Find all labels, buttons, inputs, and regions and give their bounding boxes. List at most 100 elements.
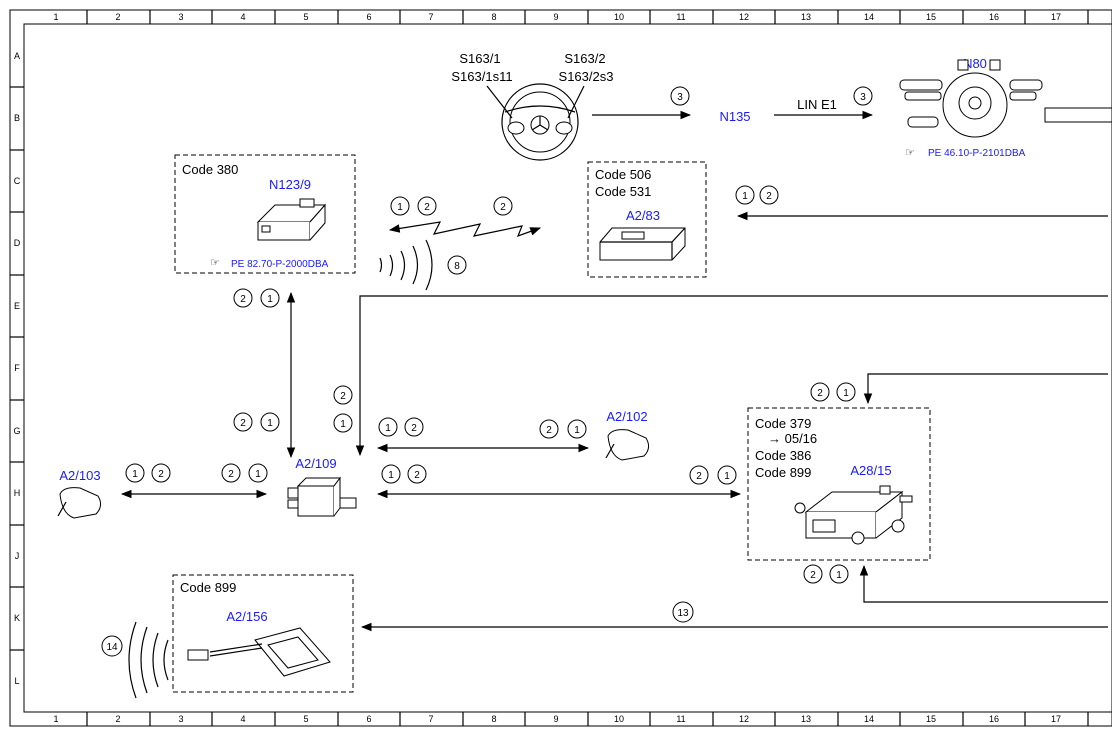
a2815-code2: Code 386 — [755, 448, 811, 463]
lin-e1-label: LIN E1 — [797, 97, 837, 112]
svg-text:2: 2 — [414, 470, 420, 481]
svg-text:2: 2 — [766, 191, 772, 202]
circle-1-a283: 1 — [735, 185, 755, 205]
svg-text:5: 5 — [303, 714, 308, 724]
svg-text:1: 1 — [340, 419, 346, 430]
wireless-charging-module-icon — [599, 227, 686, 261]
svg-text:6: 6 — [366, 714, 371, 724]
circle-2-a283: 2 — [759, 185, 779, 205]
link-right-a2815-bottom — [859, 564, 1108, 603]
svg-text:S163/1: S163/1 — [459, 51, 500, 66]
svg-text:17: 17 — [1051, 714, 1061, 724]
n123-ref: PE 82.70-P-2000DBA — [231, 259, 329, 270]
svg-text:1: 1 — [397, 202, 403, 213]
svg-text:2: 2 — [696, 471, 702, 482]
steering-wheel-switches: S163/1 S163/1s11 S163/2 S163/2s3 — [451, 51, 614, 161]
svg-text:9: 9 — [553, 714, 558, 724]
svg-text:S163/2s3: S163/2s3 — [559, 69, 614, 84]
a283-code2: Code 531 — [595, 184, 651, 199]
circle-1-bend: 1 — [333, 413, 353, 433]
svg-text:2: 2 — [424, 202, 430, 213]
mirror-icon — [605, 429, 650, 461]
antenna-wave-icon — [379, 239, 433, 291]
circle-3-b: 3 — [853, 86, 873, 106]
a2103-label: A2/103 — [59, 468, 100, 483]
circle-2-a2815-bot: 2 — [803, 564, 823, 584]
svg-text:13: 13 — [677, 608, 689, 619]
svg-text:16: 16 — [989, 714, 999, 724]
svg-text:B: B — [14, 113, 20, 123]
circle-2-zig: 2 — [417, 196, 437, 216]
svg-text:3: 3 — [178, 12, 183, 22]
steering-wheel-icon — [501, 83, 579, 161]
svg-text:1: 1 — [53, 12, 58, 22]
circle-1-long-l: 1 — [381, 464, 401, 484]
svg-text:D: D — [14, 238, 21, 248]
pointer-icon: ☞ — [210, 257, 220, 269]
control-module-icon — [256, 198, 327, 241]
svg-text:H: H — [14, 488, 21, 498]
circle-2-a2815-top: 2 — [810, 382, 830, 402]
svg-text:11: 11 — [676, 714, 685, 724]
svg-text:12: 12 — [739, 12, 749, 22]
circle-1-a2815-top: 1 — [836, 382, 856, 402]
connector-stub — [1044, 107, 1112, 123]
svg-text:3: 3 — [860, 92, 866, 103]
svg-text:11: 11 — [676, 12, 685, 22]
svg-text:A: A — [14, 51, 20, 61]
svg-text:3: 3 — [178, 714, 183, 724]
circle-1-v-bot: 1 — [260, 412, 280, 432]
svg-text:14: 14 — [864, 12, 874, 22]
n135-label: N135 — [719, 109, 750, 124]
svg-text:7: 7 — [428, 12, 433, 22]
svg-text:1: 1 — [574, 425, 580, 436]
svg-text:10: 10 — [614, 714, 624, 724]
circle-1-a2102-r: 1 — [567, 419, 587, 439]
link-right-a2815-top — [863, 373, 1108, 405]
svg-text:S163/1s11: S163/1s11 — [451, 69, 512, 84]
svg-text:2: 2 — [817, 388, 823, 399]
n80-ref: PE 46.10-P-2101DBA — [928, 148, 1026, 159]
svg-text:14: 14 — [106, 642, 118, 653]
svg-text:J: J — [15, 551, 20, 561]
svg-text:2: 2 — [810, 570, 816, 581]
svg-text:K: K — [14, 613, 20, 623]
circle-1-a2815-bot: 1 — [829, 564, 849, 584]
steering-column-module-icon — [899, 59, 1043, 138]
svg-text:2: 2 — [158, 469, 164, 480]
code-379-box — [747, 407, 931, 561]
svg-text:17: 17 — [1051, 12, 1061, 22]
link-right-a2109 — [355, 295, 1108, 457]
circle-14: 14 — [101, 635, 123, 657]
svg-text:3: 3 — [677, 92, 683, 103]
a2815-code3: Code 899 — [755, 465, 811, 480]
svg-text:1: 1 — [388, 470, 394, 481]
svg-text:8: 8 — [454, 261, 460, 272]
mirror-icon — [57, 487, 102, 519]
svg-text:2: 2 — [500, 202, 506, 213]
svg-text:13: 13 — [801, 714, 811, 724]
svg-text:4: 4 — [240, 714, 245, 724]
control-module-icon — [287, 476, 357, 517]
a2109-label: A2/109 — [295, 456, 336, 471]
svg-text:2: 2 — [411, 423, 417, 434]
n123-code: Code 380 — [182, 162, 238, 177]
code-506-box — [587, 161, 707, 278]
column-ruler — [86, 10, 1089, 726]
a2156-label: A2/156 — [226, 609, 267, 624]
a2156-code: Code 899 — [180, 580, 236, 595]
svg-text:16: 16 — [989, 12, 999, 22]
n123-label: N123/9 — [269, 177, 311, 192]
circle-2-long-r: 2 — [689, 465, 709, 485]
row-ruler — [10, 86, 24, 651]
a2815-code1: Code 379 — [755, 416, 811, 431]
circle-2-zig-b: 2 — [493, 196, 513, 216]
pointer-icon: ☞ — [905, 147, 915, 159]
circle-2-long-l: 2 — [407, 464, 427, 484]
circle-2-a2102-r: 2 — [539, 419, 559, 439]
svg-text:1: 1 — [132, 469, 138, 480]
antenna-wave-icon — [128, 621, 169, 699]
svg-text:9: 9 — [553, 12, 558, 22]
circle-2-v-bot: 2 — [233, 412, 253, 432]
